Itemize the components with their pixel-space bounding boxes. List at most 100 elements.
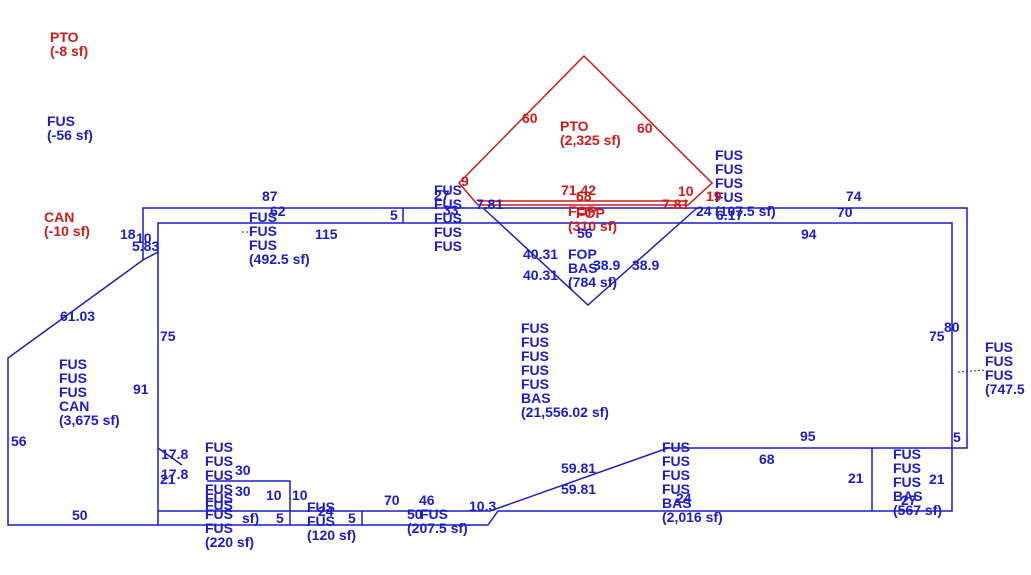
svg-text:FUS: FUS: [307, 499, 335, 515]
svg-text:10: 10: [678, 183, 694, 199]
svg-text:6.17: 6.17: [716, 207, 743, 223]
svg-text:19: 19: [706, 188, 722, 204]
legend-fus-label: FUS: [47, 113, 75, 129]
svg-text:27: 27: [901, 492, 917, 508]
right-leader-line: [957, 369, 987, 373]
svg-text:50: 50: [407, 506, 423, 522]
svg-text:60: 60: [637, 120, 653, 136]
area-label-bottom-center: FUS (207.5 sf): [407, 506, 468, 536]
area-label-upper-left: FUS FUS FUS (492.5 sf): [249, 209, 310, 267]
svg-text:17.8: 17.8: [161, 466, 188, 482]
svg-text:75: 75: [160, 328, 176, 344]
svg-text:FUS: FUS: [434, 196, 462, 212]
svg-text:61.03: 61.03: [60, 308, 95, 324]
svg-text:(3,675 sf): (3,675 sf): [59, 412, 120, 428]
svg-text:27: 27: [434, 187, 450, 203]
svg-text:5: 5: [953, 429, 961, 445]
area-label-pto: PTO (2,325 sf): [560, 118, 621, 148]
svg-text:FUS: FUS: [205, 467, 233, 483]
svg-text:74: 74: [846, 188, 862, 204]
svg-text:FUS: FUS: [893, 446, 921, 462]
svg-text:FUS: FUS: [59, 384, 87, 400]
svg-text:FUS: FUS: [521, 320, 549, 336]
svg-text:68: 68: [576, 188, 592, 204]
svg-text:FOP: FOP: [568, 246, 597, 262]
area-label-fop-red: FOP FOP (310 sf): [568, 203, 617, 234]
legend-can-area: (-10 sf): [44, 223, 90, 239]
svg-text:FUS: FUS: [521, 348, 549, 364]
svg-text:FUS: FUS: [521, 334, 549, 350]
svg-text:FUS: FUS: [434, 238, 462, 254]
svg-text:80: 80: [944, 319, 960, 335]
area-label-top-center: FUS FUS FUS FUS FUS: [434, 182, 462, 254]
svg-text:10: 10: [266, 487, 282, 503]
area-label-bottom-right-mid: FUS FUS FUS FUS BAS (2,016 sf): [662, 439, 723, 525]
svg-text:5: 5: [390, 207, 398, 223]
svg-text:BAS: BAS: [893, 488, 923, 504]
svg-text:60: 60: [522, 110, 538, 126]
area-label-fop-blue: FOP BAS (784 sf): [568, 246, 617, 290]
svg-text:CAN: CAN: [59, 398, 89, 414]
bottom-left-box: [207, 480, 291, 511]
svg-text:FUS: FUS: [985, 353, 1013, 369]
area-label-bottom-left: FUS FUS FUS FUS FUS FUS FUS FUS (220 sf)…: [205, 439, 259, 550]
svg-text:(2,325 sf): (2,325 sf): [560, 132, 621, 148]
svg-text:10: 10: [292, 487, 308, 503]
svg-text:PTO: PTO: [560, 118, 589, 134]
svg-text:FUS: FUS: [985, 339, 1013, 355]
svg-text:71.42: 71.42: [561, 182, 596, 198]
svg-text:(120 sf): (120 sf): [307, 527, 356, 543]
svg-text:FUS: FUS: [205, 453, 233, 469]
svg-text:BAS: BAS: [568, 260, 598, 276]
svg-text:91: 91: [133, 381, 149, 397]
area-label-top-right: FUS FUS FUS FUS (107.5 sf): [715, 147, 776, 219]
svg-text:FUS: FUS: [249, 237, 277, 253]
svg-text:BAS: BAS: [521, 390, 551, 406]
svg-text:38.9: 38.9: [632, 257, 659, 273]
svg-text:FUS: FUS: [205, 497, 233, 513]
svg-text:(567 sf): (567 sf): [893, 502, 942, 518]
svg-text:sf): sf): [242, 510, 259, 526]
svg-text:FUS: FUS: [715, 147, 743, 163]
svg-text:FUS: FUS: [521, 376, 549, 392]
svg-text:FUS: FUS: [205, 520, 233, 536]
svg-text:(784 sf): (784 sf): [568, 274, 617, 290]
svg-text:24: 24: [318, 503, 334, 519]
svg-text:FUS: FUS: [205, 481, 233, 497]
svg-text:21: 21: [160, 471, 176, 487]
svg-text:24: 24: [696, 203, 712, 219]
area-label-main: FUS FUS FUS FUS FUS BAS (21,556.02 sf): [521, 320, 609, 420]
pto-diamond: [457, 54, 714, 206]
svg-text:94: 94: [801, 226, 817, 242]
svg-text:FUS: FUS: [434, 182, 462, 198]
svg-text:FUS: FUS: [434, 210, 462, 226]
area-label-bottom-right: FUS FUS FUS BAS (567 sf): [893, 446, 942, 518]
svg-text:9: 9: [461, 173, 469, 189]
svg-text:62: 62: [270, 203, 286, 219]
svg-text:FOP: FOP: [568, 203, 597, 219]
svg-text:59.81: 59.81: [561, 481, 596, 497]
svg-text:5.83: 5.83: [132, 238, 159, 254]
svg-text:17.8: 17.8: [161, 446, 188, 462]
svg-text:87: 87: [262, 188, 278, 204]
outer-outline: [7, 207, 968, 526]
svg-text:FUS: FUS: [205, 490, 233, 506]
svg-text:FUS: FUS: [893, 474, 921, 490]
svg-text:FUS: FUS: [662, 439, 690, 455]
svg-text:56: 56: [577, 225, 593, 241]
svg-text:BAS: BAS: [662, 495, 692, 511]
svg-text:FUS: FUS: [662, 467, 690, 483]
svg-text:70: 70: [837, 204, 853, 220]
svg-text:FUS: FUS: [59, 370, 87, 386]
svg-text:30: 30: [235, 462, 251, 478]
svg-text:(747.5: (747.5: [985, 381, 1025, 397]
main-building-outline: [157, 222, 953, 525]
svg-text:FUS: FUS: [249, 223, 277, 239]
svg-text:(310 sf): (310 sf): [568, 218, 617, 234]
svg-text:5: 5: [348, 510, 356, 526]
blue-dimensions: 7.81 87 62 5 115 27 33 24 6.17 74 70 94 …: [11, 187, 961, 526]
svg-text:FUS: FUS: [249, 209, 277, 225]
svg-text:21: 21: [929, 471, 945, 487]
svg-text:46: 46: [419, 492, 435, 508]
